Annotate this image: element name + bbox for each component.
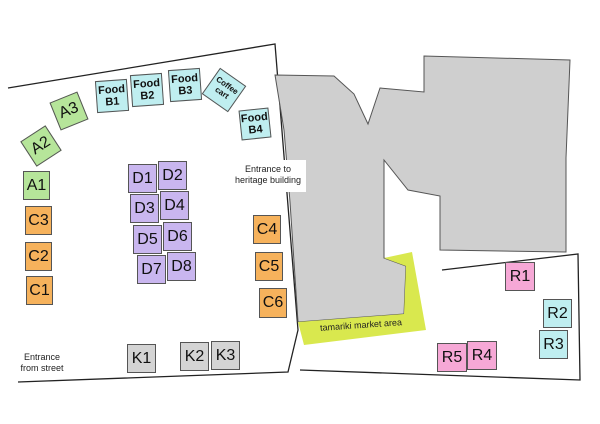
stall-k2-label: K2 [184, 347, 205, 365]
stall-d1[interactable]: D1 [128, 164, 157, 193]
stall-d6[interactable]: D6 [163, 222, 192, 251]
stall-a1[interactable]: A1 [23, 171, 50, 200]
stall-d7-label: D7 [141, 260, 162, 278]
stall-r5-label: R5 [441, 348, 463, 366]
stall-c5[interactable]: C5 [255, 252, 283, 281]
stall-d2[interactable]: D2 [158, 161, 187, 190]
entrance-street-line1: Entrance [23, 352, 61, 362]
stall-r2[interactable]: R2 [543, 299, 572, 328]
stall-d1-label: D1 [132, 169, 153, 187]
stall-d2-label: D2 [162, 166, 183, 184]
stall-c1-label: C1 [29, 281, 50, 299]
stall-c5-label: C5 [258, 257, 280, 275]
stall-c3[interactable]: C3 [25, 206, 52, 235]
stall-r4[interactable]: R4 [467, 341, 497, 370]
stall-d6-label: D6 [167, 227, 188, 245]
stall-r1-label: R1 [509, 267, 531, 285]
entrance-heritage-line1: Entrance to [244, 164, 292, 174]
stall-r4-label: R4 [471, 346, 493, 364]
food-stall-b3-line2: B3 [177, 84, 193, 98]
stall-d3-label: D3 [134, 199, 155, 217]
stall-k1[interactable]: K1 [127, 344, 156, 373]
stall-c3-label: C3 [28, 211, 49, 229]
stall-d5[interactable]: D5 [133, 225, 162, 254]
stall-d4-label: D4 [164, 196, 185, 214]
stall-c2[interactable]: C2 [25, 242, 52, 271]
stall-r5[interactable]: R5 [437, 343, 467, 372]
stall-d7[interactable]: D7 [137, 255, 166, 284]
stall-r3[interactable]: R3 [539, 330, 568, 359]
stall-r1[interactable]: R1 [505, 262, 535, 291]
stall-a2-label: A2 [27, 133, 54, 159]
stall-r2-label: R2 [547, 304, 568, 322]
stall-d5-label: D5 [137, 230, 158, 248]
stall-c2-label: C2 [28, 247, 49, 265]
stall-d3[interactable]: D3 [130, 194, 159, 223]
food-stall-b1-line2: B1 [104, 95, 120, 109]
stall-d8-label: D8 [171, 257, 192, 275]
stall-c6-label: C6 [262, 294, 284, 312]
stall-d8[interactable]: D8 [167, 252, 196, 281]
stall-c4-label: C4 [256, 220, 278, 238]
tamariki-market-area [298, 252, 426, 345]
food-stall-b1-line1: Food [97, 82, 126, 97]
entrance-street-line2: from street [20, 363, 64, 374]
entrance-heritage-label: Entrance to heritage building [226, 164, 310, 187]
food-stall-b2-line1: Food [132, 76, 161, 91]
stall-k3-label: K3 [215, 346, 236, 364]
stall-k3[interactable]: K3 [211, 341, 240, 370]
food-stall-b4-line2: B4 [247, 123, 264, 137]
stall-c6[interactable]: C6 [259, 288, 287, 318]
main-area-outline [7, 43, 299, 383]
stall-k1-label: K1 [131, 349, 152, 367]
entrance-heritage-gap [228, 160, 306, 192]
food-stall-b2-line2: B2 [139, 89, 155, 103]
stall-a3-label: A3 [56, 99, 82, 123]
stall-c4[interactable]: C4 [253, 215, 281, 244]
stall-k2[interactable]: K2 [180, 342, 209, 371]
entrance-street-label: Entrance from street [12, 352, 72, 375]
stall-r3-label: R3 [543, 335, 564, 353]
stall-d4[interactable]: D4 [160, 191, 189, 220]
stall-a1-label: A1 [26, 176, 47, 194]
food-stall-b3-line1: Food [170, 71, 199, 86]
stall-c1[interactable]: C1 [26, 276, 53, 305]
entrance-heritage-line2: heritage building [234, 175, 302, 186]
